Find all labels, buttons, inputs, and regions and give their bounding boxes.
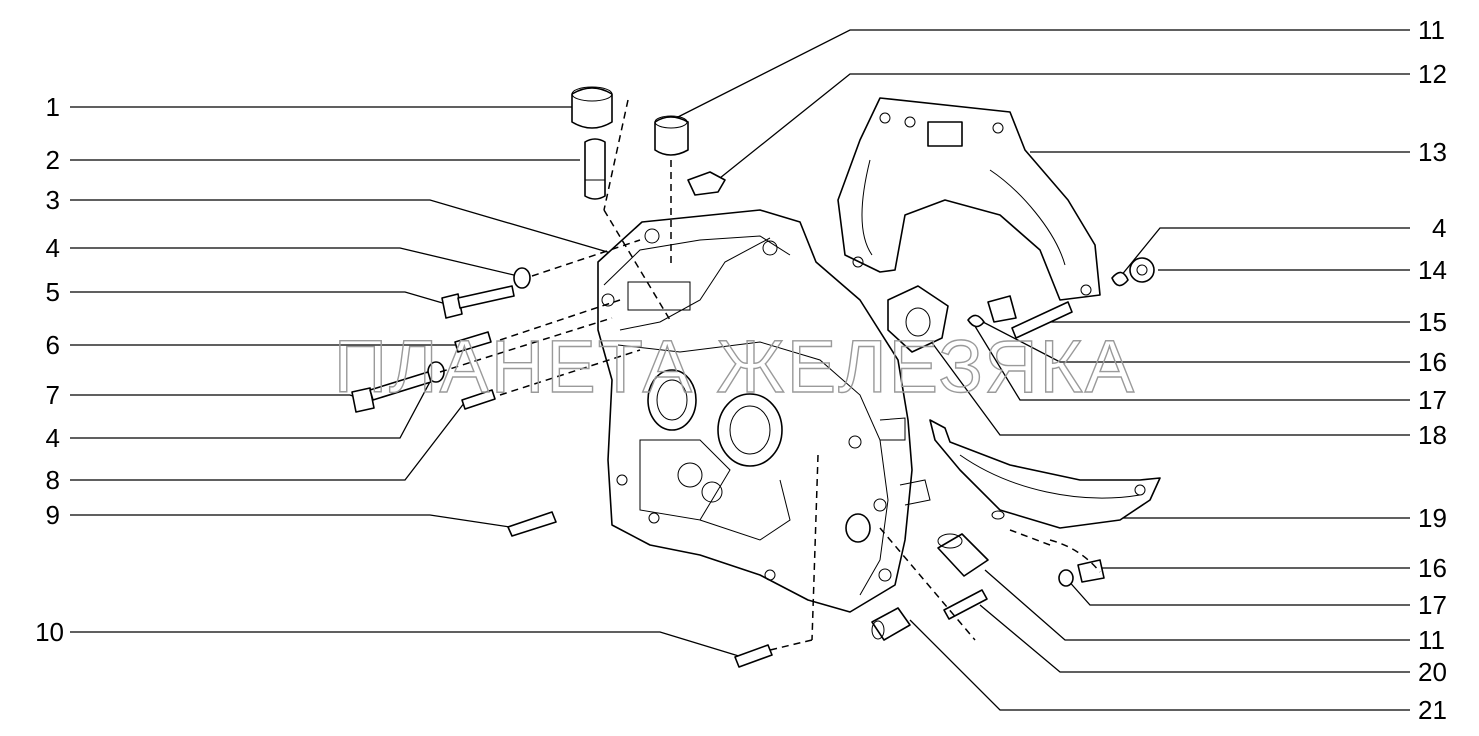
callout-label: 16 [1418,347,1447,377]
callout-label: 4 [1432,213,1446,243]
callout-label: 16 [1418,553,1447,583]
callout-label: 15 [1418,307,1447,337]
callout-label: 13 [1418,137,1447,167]
callout-label: 17 [1418,590,1447,620]
callout-label: 2 [46,145,60,175]
callout-label: 19 [1418,503,1447,533]
callout-label: 7 [46,380,60,410]
callout-label: 3 [46,185,60,215]
callout-label: 8 [46,465,60,495]
clutch-housing [597,209,931,613]
callout-label: 11 [1418,15,1445,45]
assembly-dashes [439,99,1101,651]
callout-label: 20 [1418,657,1447,687]
callout-label: 14 [1418,255,1447,285]
lower-cover [929,419,1161,529]
watermark-text: ПЛАНЕТА ЖЕЛЕЗЯКА [334,325,1136,408]
callout-label: 1 [46,92,60,122]
leader-lines [70,29,1410,711]
callout-label: 4 [46,423,60,453]
callout-label: 5 [46,277,60,307]
callout-label: 17 [1418,385,1447,415]
small-parts [351,86,1155,668]
cover-plate [837,97,1101,301]
callouts-right: 11 12 13 4 14 15 16 17 18 19 16 17 11 20… [1418,15,1447,725]
callout-label: 9 [46,500,60,530]
callout-label: 18 [1418,420,1447,450]
callout-label: 4 [46,233,60,263]
callout-label: 6 [46,330,60,360]
callout-label: 10 [35,617,64,647]
callout-label: 12 [1418,59,1447,89]
callout-label: 11 [1418,625,1445,655]
callouts-left: 1 2 3 4 5 6 7 4 8 9 10 [35,92,64,647]
callout-label: 21 [1418,695,1447,725]
